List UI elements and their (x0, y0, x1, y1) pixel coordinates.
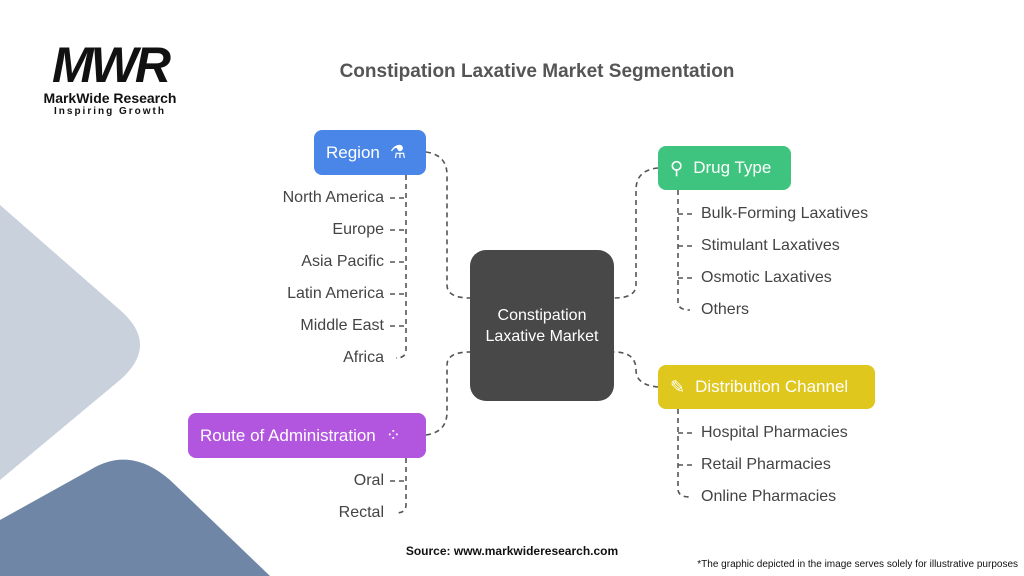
pills-icon: ⁘ (385, 425, 401, 445)
region-item: Europe (332, 221, 384, 238)
logo-mark: MWR (52, 37, 171, 93)
logo-tagline: Inspiring Growth (54, 106, 166, 117)
source-text: Source: www.markwideresearch.com (405, 544, 619, 558)
pill-bottle-icon: ✎ (670, 376, 686, 397)
route-node: Route of Administration ⁘ (188, 413, 426, 458)
route-item: Rectal (338, 504, 384, 521)
route-item: Oral (353, 472, 384, 489)
connectors (390, 151, 694, 514)
region-item: Africa (343, 349, 384, 366)
region-node: Region ⚗ (314, 130, 426, 175)
background-shape-dark (0, 459, 270, 576)
mortar-bowl-icon: ⚗ (389, 142, 407, 162)
distribution-label: Distribution Channel (695, 377, 849, 396)
drug-type-item: Stimulant Laxatives (701, 237, 840, 254)
center-node: Constipation Laxative Market (470, 250, 614, 401)
drug-type-item: Osmotic Laxatives (701, 269, 832, 286)
footnote: *The graphic depicted in the image serve… (697, 559, 1018, 570)
distribution-node: ✎ Distribution Channel (658, 365, 875, 409)
distribution-item: Hospital Pharmacies (701, 424, 848, 441)
drug-type-node: ⚲ Drug Type (658, 146, 791, 190)
dropper-icon: ⚲ (670, 157, 684, 178)
distribution-item: Retail Pharmacies (701, 456, 831, 473)
background-shape-light (0, 205, 140, 480)
logo-name: MarkWide Research (43, 90, 177, 106)
route-label: Route of Administration (200, 425, 376, 445)
region-item: Asia Pacific (301, 253, 384, 270)
drug-type-item: Bulk-Forming Laxatives (701, 205, 869, 222)
distribution-item: Online Pharmacies (701, 488, 837, 505)
logo: MWR MarkWide Research Inspiring Growth (30, 40, 190, 117)
drug-type-item: Others (701, 301, 750, 318)
region-label: Region (326, 142, 380, 162)
region-item: Middle East (300, 317, 384, 334)
region-item: North America (282, 189, 384, 206)
drug-type-label: Drug Type (693, 158, 772, 177)
region-item: Latin America (287, 285, 384, 302)
page-title: Constipation Laxative Market Segmentatio… (339, 61, 735, 82)
